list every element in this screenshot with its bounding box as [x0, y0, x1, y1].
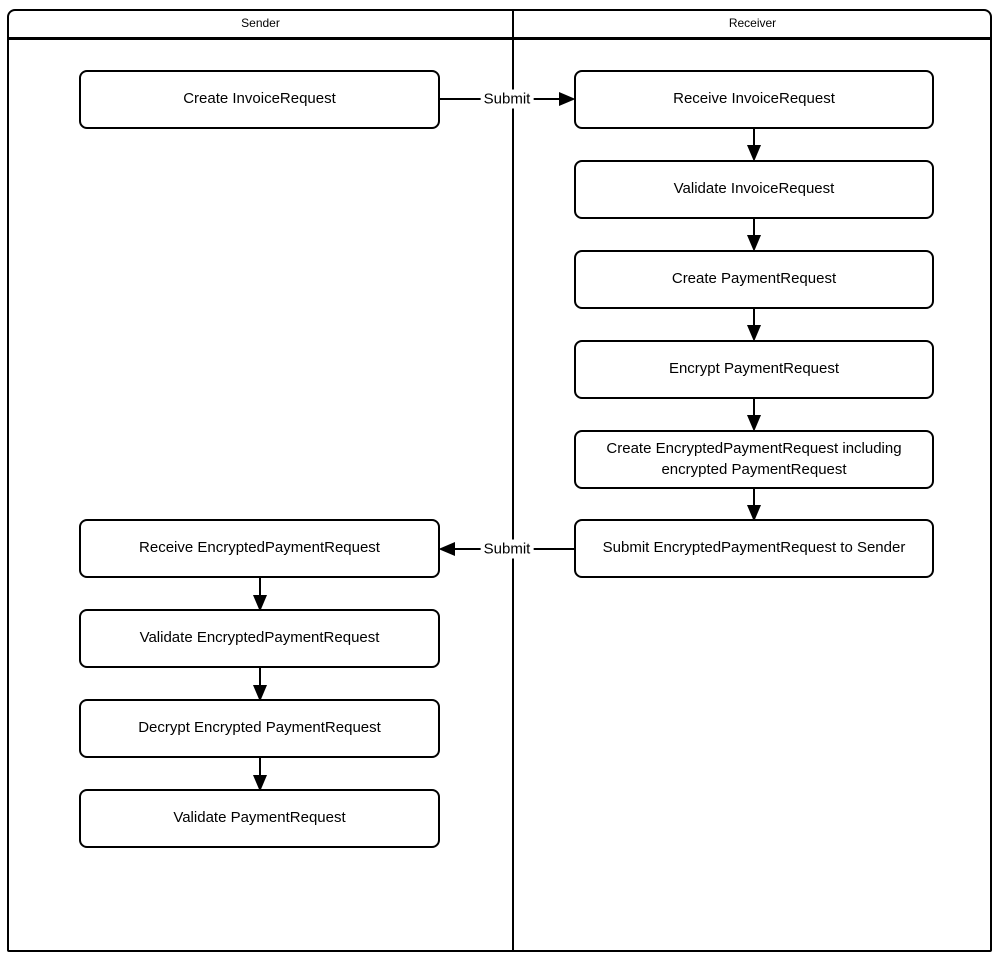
node-create-paymentrequest: Create PaymentRequest	[574, 250, 934, 309]
node-validate-invoicerequest: Validate InvoiceRequest	[574, 160, 934, 219]
edge-label-submit-bottom: Submit	[480, 539, 534, 559]
lane-title-sender: Sender	[241, 16, 280, 30]
node-validate-encryptedpaymentrequest: Validate EncryptedPaymentRequest	[79, 609, 440, 668]
node-create-invoicerequest: Create InvoiceRequest	[79, 70, 440, 129]
node-encrypt-paymentrequest: Encrypt PaymentRequest	[574, 340, 934, 399]
lane-divider	[512, 9, 514, 952]
node-submit-encryptedpaymentrequest-sender: Submit EncryptedPaymentRequest to Sender	[574, 519, 934, 578]
node-create-encryptedpaymentrequest: Create EncryptedPaymentRequest including…	[574, 430, 934, 489]
lane-title-receiver: Receiver	[728, 16, 777, 30]
node-receive-invoicerequest: Receive InvoiceRequest	[574, 70, 934, 129]
node-decrypt-encrypted-paymentrequest: Decrypt Encrypted PaymentRequest	[79, 699, 440, 758]
diagram-frame	[7, 9, 992, 952]
node-validate-paymentrequest: Validate PaymentRequest	[79, 789, 440, 848]
node-receive-encryptedpaymentrequest: Receive EncryptedPaymentRequest	[79, 519, 440, 578]
lane-header-separator	[7, 37, 992, 40]
edge-label-submit-top: Submit	[480, 89, 534, 109]
